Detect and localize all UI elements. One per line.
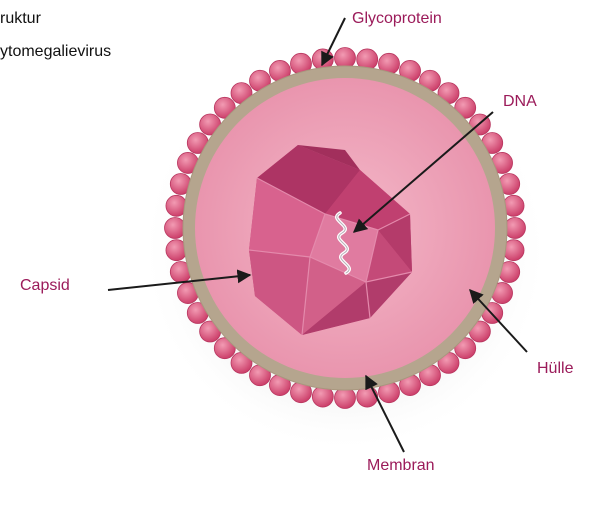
glycoprotein-bead-icon — [335, 48, 356, 69]
glycoprotein-bead-icon — [335, 388, 356, 409]
label-glycoprotein: Glycoprotein — [352, 10, 442, 28]
glycoprotein-bead-icon — [505, 218, 526, 239]
label-membran: Membran — [367, 457, 435, 475]
title-line-2: ytomegalievirus — [0, 43, 111, 61]
title-line-1: ruktur — [0, 10, 41, 28]
label-huelle: Hülle — [537, 360, 573, 378]
glycoprotein-bead-icon — [165, 218, 186, 239]
label-capsid: Capsid — [20, 277, 70, 295]
label-dna: DNA — [503, 93, 537, 111]
